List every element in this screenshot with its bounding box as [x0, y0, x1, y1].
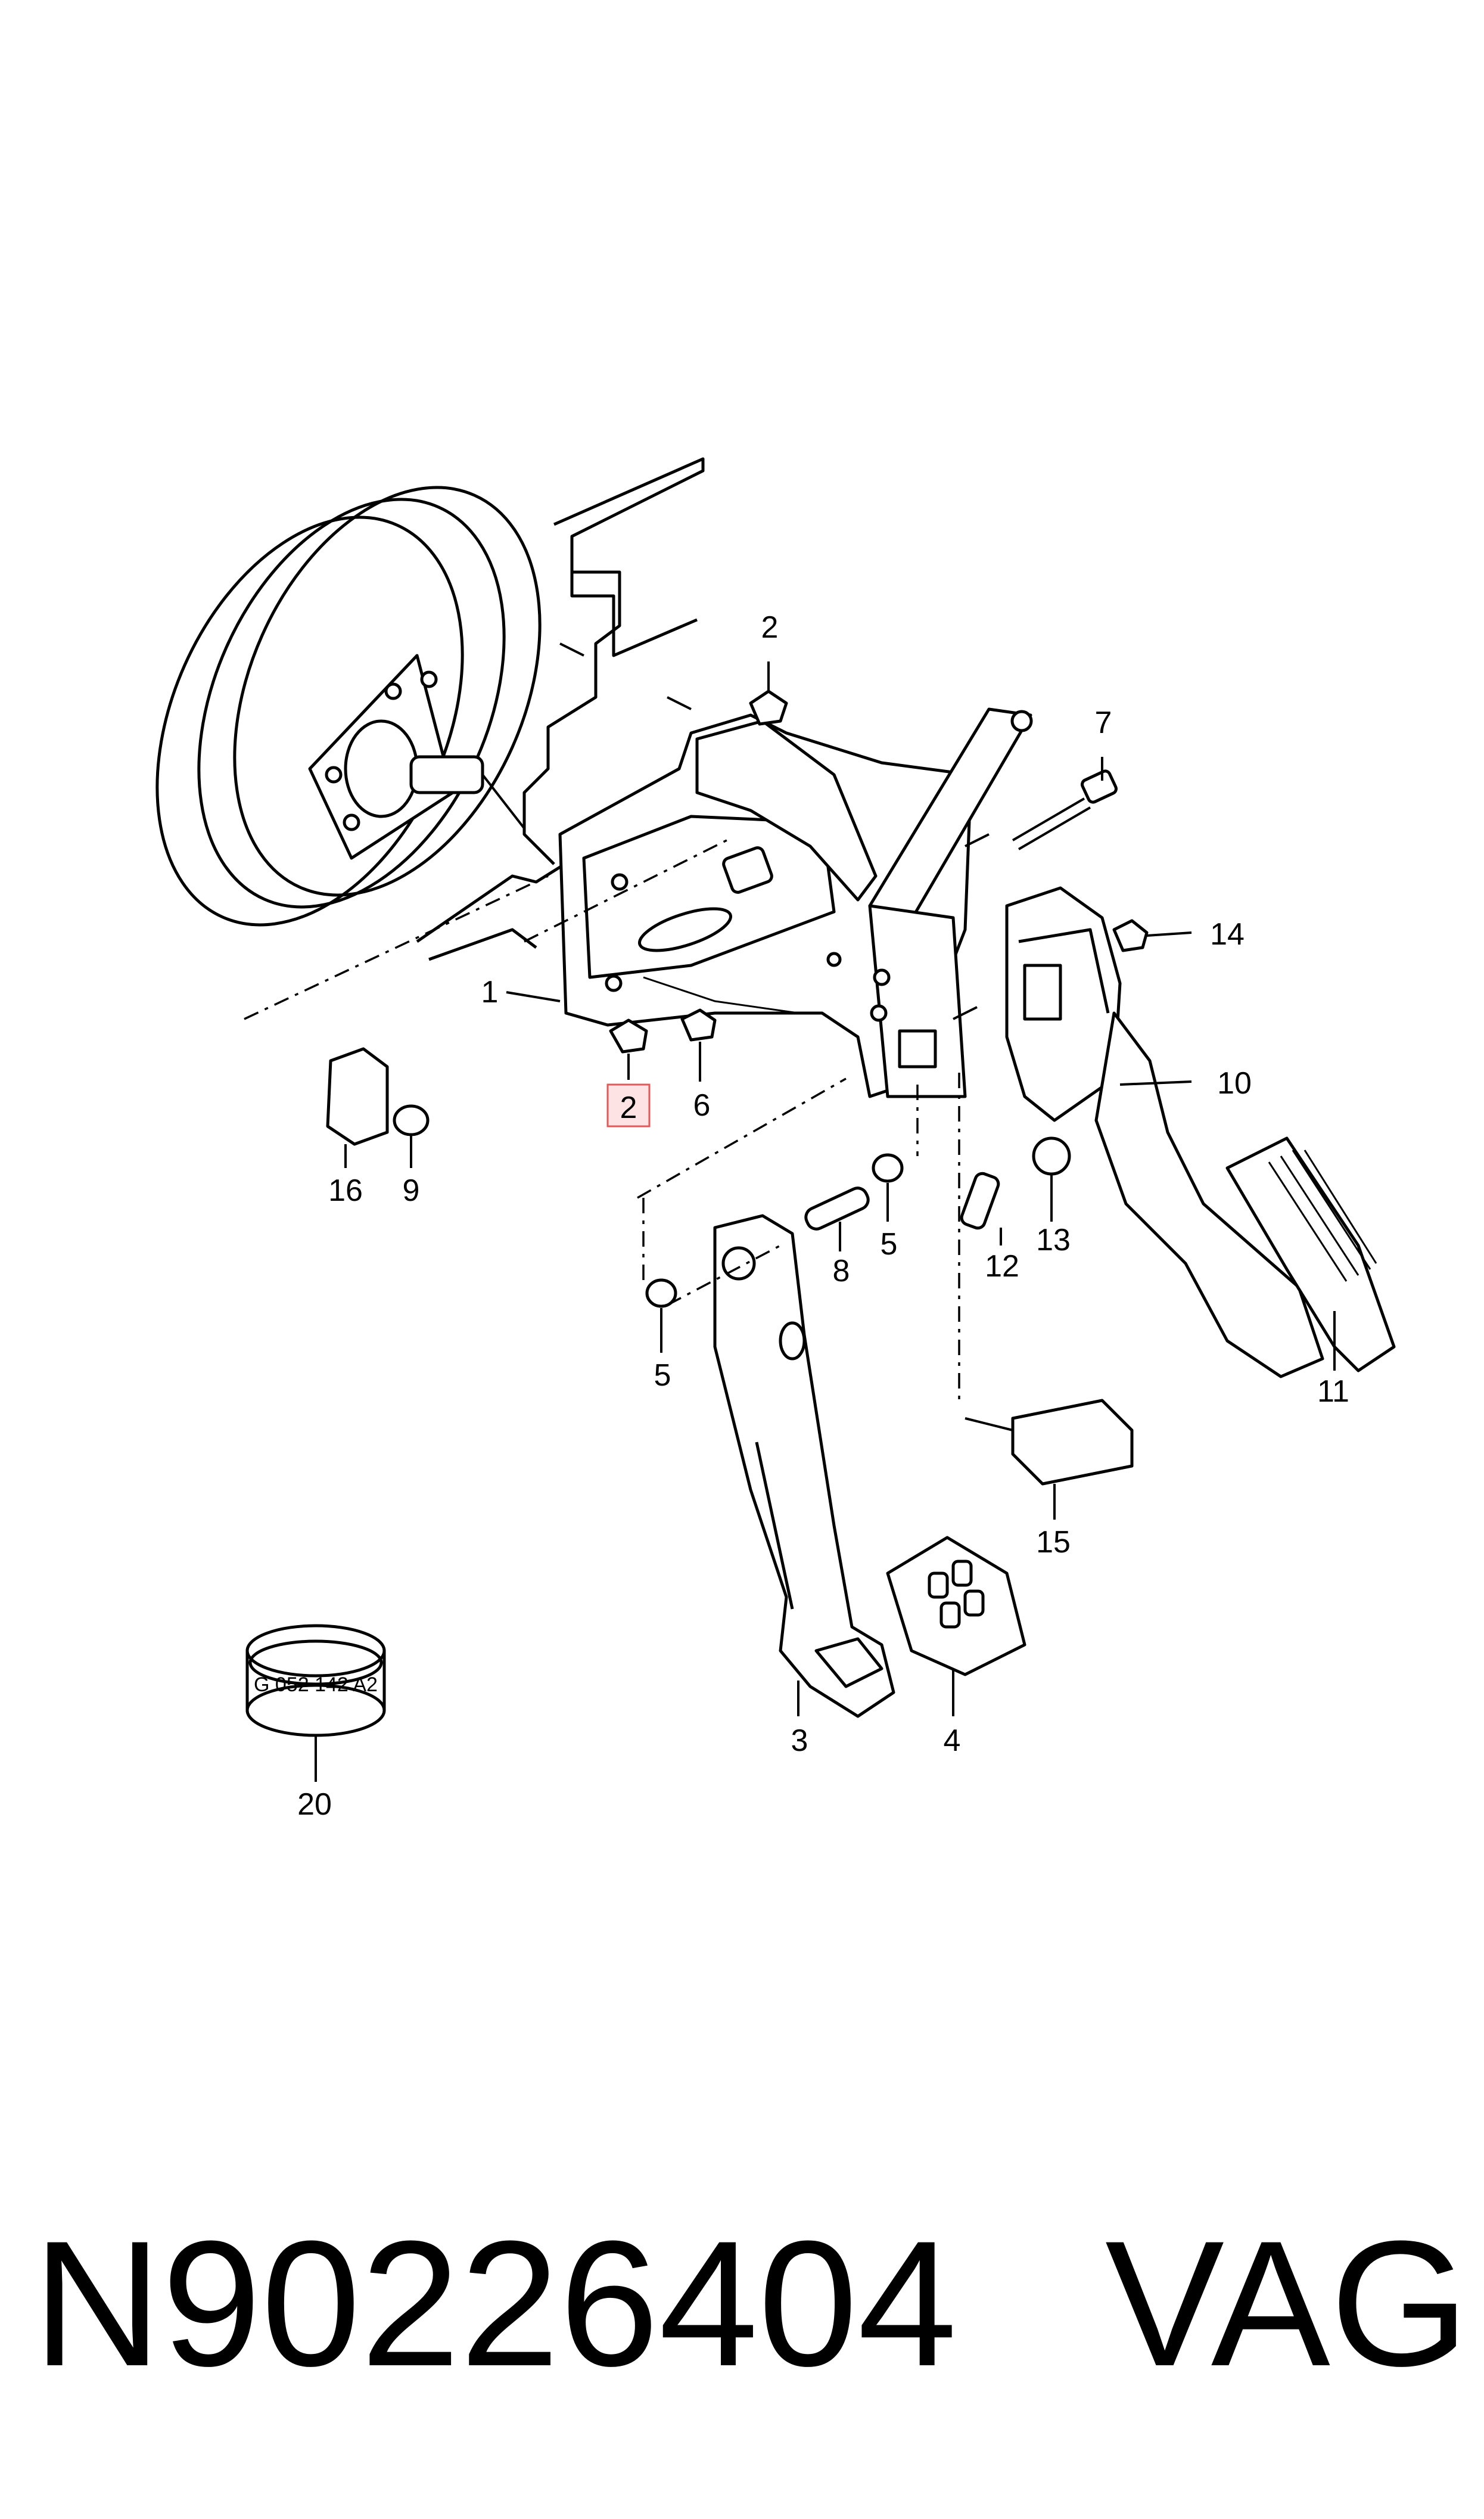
pedal-bracket: [558, 707, 1033, 1098]
callout-5-lower: 5: [654, 1358, 671, 1393]
callout-2-top: 2: [761, 610, 779, 645]
leader-lines: [315, 661, 1336, 1782]
callout-11: 11: [1317, 1374, 1349, 1409]
callout-12: 12: [985, 1249, 1019, 1284]
callout-labels: 1 2 2 3 4 5 5 6 7 8 9 10 11 12 13 14 15 …: [297, 610, 1349, 1822]
callout-8: 8: [833, 1254, 850, 1288]
callout-2-highlight-box[interactable]: [606, 1083, 651, 1128]
brake-pedal-arm: [713, 1214, 895, 1718]
assembly-lines: [244, 839, 960, 1406]
part-number: N90226404: [33, 2203, 957, 2403]
brake-booster: [155, 486, 542, 927]
caption: N90226404 VAG: [0, 2205, 1484, 2402]
callout-5-upper: 5: [881, 1227, 898, 1262]
small-parts: [326, 689, 1149, 1486]
callout-1: 1: [481, 975, 499, 1010]
callout-9: 9: [403, 1173, 420, 1208]
brand-name: VAG: [1105, 2203, 1470, 2403]
callout-10: 10: [1217, 1066, 1252, 1101]
callout-3: 3: [791, 1723, 808, 1758]
accelerator-pedal: [1005, 886, 1396, 1378]
clutch-pedal-pad: [886, 1536, 1026, 1676]
bulkhead-studs: [559, 642, 990, 1020]
ring-marking: G 052 142 A2: [254, 1673, 378, 1696]
callout-4: 4: [944, 1723, 961, 1758]
callout-7: 7: [1095, 706, 1112, 740]
callout-14: 14: [1210, 917, 1245, 952]
callout-16: 16: [328, 1173, 363, 1208]
callout-6: 6: [693, 1088, 711, 1123]
callout-13: 13: [1036, 1223, 1071, 1257]
callout-15: 15: [1036, 1525, 1071, 1560]
callout-2-highlighted[interactable]: 2: [620, 1091, 637, 1125]
ring-20: G 052 142 A2: [245, 1624, 386, 1737]
callout-20: 20: [297, 1787, 332, 1822]
